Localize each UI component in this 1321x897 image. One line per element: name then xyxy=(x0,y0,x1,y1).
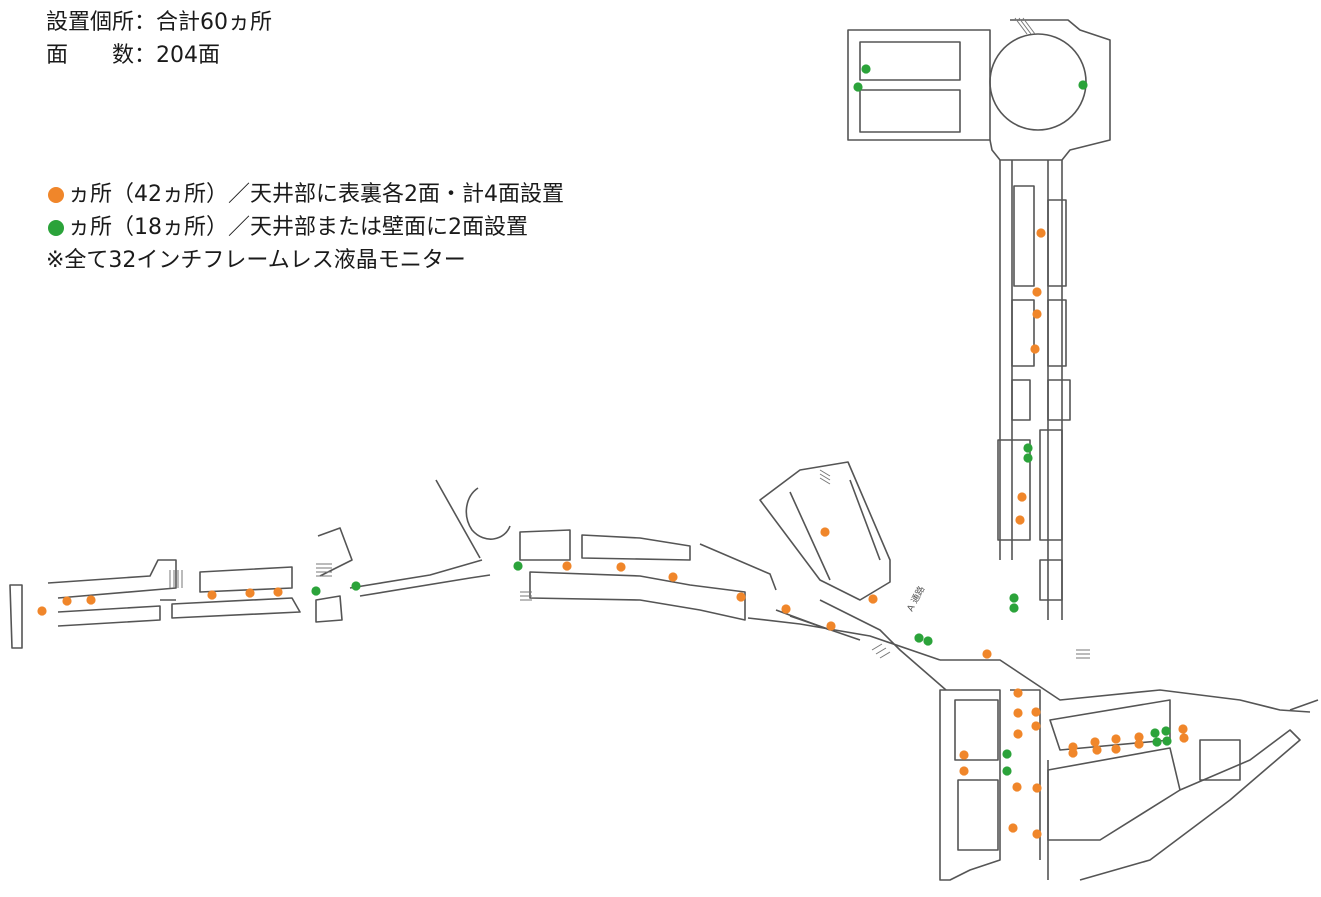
orange-monitor-marker xyxy=(1008,823,1018,833)
orange-monitor-marker xyxy=(1134,732,1144,742)
green-monitor-marker xyxy=(311,586,321,596)
orange-monitor-marker xyxy=(1068,748,1078,758)
summary-faces-label: 面 数 xyxy=(46,43,135,68)
legend-green-text: ヵ所（18ヵ所）／天井部または壁面に2面設置 xyxy=(68,215,528,240)
summary-locations-value: 合計60ヵ所 xyxy=(156,10,273,35)
orange-monitor-marker xyxy=(736,592,746,602)
green-monitor-marker xyxy=(1161,726,1171,736)
green-monitor-marker xyxy=(1150,728,1160,738)
orange-monitor-marker xyxy=(959,750,969,760)
orange-monitor-marker xyxy=(1031,721,1041,731)
orange-monitor-marker xyxy=(1013,729,1023,739)
orange-monitor-marker xyxy=(820,527,830,537)
installation-summary: 設置個所：合計60ヵ所 面 数：204面 xyxy=(46,6,272,72)
green-monitor-marker xyxy=(351,581,361,591)
orange-monitor-marker xyxy=(668,572,678,582)
orange-monitor-marker xyxy=(1013,708,1023,718)
legend-orange-text: ヵ所（42ヵ所）／天井部に表裏各2面・計4面設置 xyxy=(68,182,564,207)
orange-monitor-marker xyxy=(37,606,47,616)
green-monitor-marker xyxy=(1002,766,1012,776)
orange-monitor-marker xyxy=(959,766,969,776)
green-monitor-marker xyxy=(1162,736,1172,746)
orange-monitor-marker xyxy=(1179,733,1189,743)
green-monitor-marker xyxy=(1023,453,1033,463)
orange-monitor-marker xyxy=(245,588,255,598)
green-monitor-marker xyxy=(1078,80,1088,90)
green-monitor-marker xyxy=(1152,737,1162,747)
green-monitor-marker xyxy=(1009,593,1019,603)
orange-monitor-marker xyxy=(1111,744,1121,754)
orange-monitor-marker xyxy=(1032,309,1042,319)
green-monitor-marker xyxy=(861,64,871,74)
orange-monitor-marker xyxy=(273,587,283,597)
orange-monitor-marker xyxy=(1036,228,1046,238)
legend-orange: ヵ所（42ヵ所）／天井部に表裏各2面・計4面設置 xyxy=(46,178,564,211)
orange-markers xyxy=(37,228,1189,839)
summary-faces-value: 204面 xyxy=(156,43,221,68)
green-monitor-marker xyxy=(914,633,924,643)
orange-monitor-marker xyxy=(1134,739,1144,749)
green-monitor-marker xyxy=(1023,443,1033,453)
orange-monitor-marker xyxy=(868,594,878,604)
green-markers xyxy=(311,64,1172,776)
map-legend: ヵ所（42ヵ所）／天井部に表裏各2面・計4面設置 ヵ所（18ヵ所）／天井部または… xyxy=(46,178,564,277)
green-monitor-marker xyxy=(513,561,523,571)
orange-monitor-marker xyxy=(1030,344,1040,354)
orange-monitor-marker xyxy=(562,561,572,571)
orange-monitor-marker xyxy=(1013,688,1023,698)
orange-monitor-marker xyxy=(1032,287,1042,297)
orange-dot-icon xyxy=(48,186,64,203)
orange-monitor-marker xyxy=(1092,745,1102,755)
orange-monitor-marker xyxy=(1012,782,1022,792)
orange-monitor-marker xyxy=(781,604,791,614)
orange-monitor-marker xyxy=(86,595,96,605)
summary-faces: 面 数：204面 xyxy=(46,43,221,68)
orange-monitor-marker xyxy=(207,590,217,600)
orange-monitor-marker xyxy=(982,649,992,659)
green-monitor-marker xyxy=(1002,749,1012,759)
legend-note: ※全て32インチフレームレス液晶モニター xyxy=(46,244,564,277)
orange-monitor-marker xyxy=(1178,724,1188,734)
green-monitor-marker xyxy=(1009,603,1019,613)
legend-note-text: ※全て32インチフレームレス液晶モニター xyxy=(46,248,466,273)
orange-monitor-marker xyxy=(1017,492,1027,502)
summary-locations: 設置個所：合計60ヵ所 xyxy=(46,10,273,35)
green-dot-icon xyxy=(48,219,64,236)
a-passage-label: A 通路 xyxy=(904,584,927,614)
orange-monitor-marker xyxy=(826,621,836,631)
orange-monitor-marker xyxy=(1090,737,1100,747)
orange-monitor-marker xyxy=(1111,734,1121,744)
green-monitor-marker xyxy=(923,636,933,646)
summary-locations-label: 設置個所 xyxy=(46,10,135,35)
orange-monitor-marker xyxy=(1032,783,1042,793)
green-monitor-marker xyxy=(853,82,863,92)
orange-monitor-marker xyxy=(616,562,626,572)
legend-green: ヵ所（18ヵ所）／天井部または壁面に2面設置 xyxy=(46,211,564,244)
walls xyxy=(9,19,1319,881)
stair-marks xyxy=(169,17,1090,659)
orange-monitor-marker xyxy=(1032,829,1042,839)
orange-monitor-marker xyxy=(62,596,72,606)
orange-monitor-marker xyxy=(1015,515,1025,525)
orange-monitor-marker xyxy=(1031,707,1041,717)
